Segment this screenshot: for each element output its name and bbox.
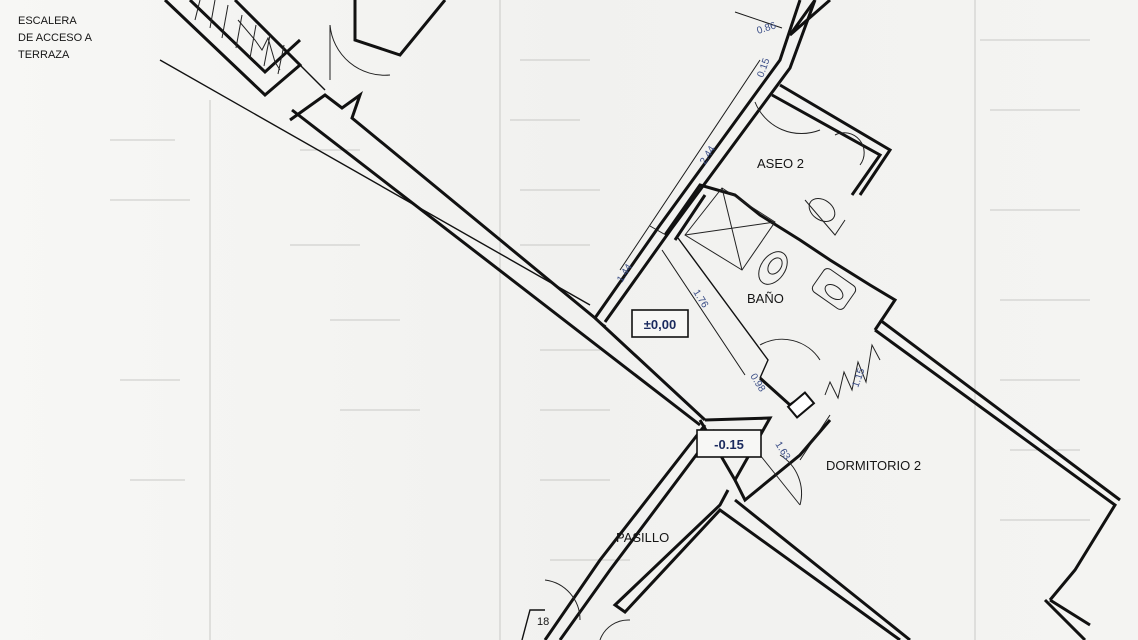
bleed-through-marks [110,0,1090,640]
level-box-upper: ±0,00 [631,309,689,338]
level-box-lower: -0.15 [696,429,762,458]
walls [159,0,1121,640]
bath-fixtures [684,132,865,310]
room-label-pasillo: PASILLO [616,530,669,545]
room-label-bano: BAÑO [747,291,784,306]
door-swings [329,24,821,640]
room-label-aseo: ASEO 2 [757,156,804,171]
level-upper-text: ±0,00 [644,317,676,332]
stair-label-line-3: TERRAZA [18,49,70,61]
level-lower-text: -0.15 [714,437,744,452]
stair-steps [194,0,285,75]
radiator [824,343,881,400]
room-label-dormitorio: DORMITORIO 2 [826,458,921,473]
stair-label-line-2: DE ACCESO A [18,32,93,44]
dimension-lines [589,11,831,461]
stair-label-line-1: ESCALERA [18,15,77,27]
stair-label: ESCALERA DE ACCESO A TERRAZA [18,15,93,61]
door-tag: 18 [537,616,549,628]
